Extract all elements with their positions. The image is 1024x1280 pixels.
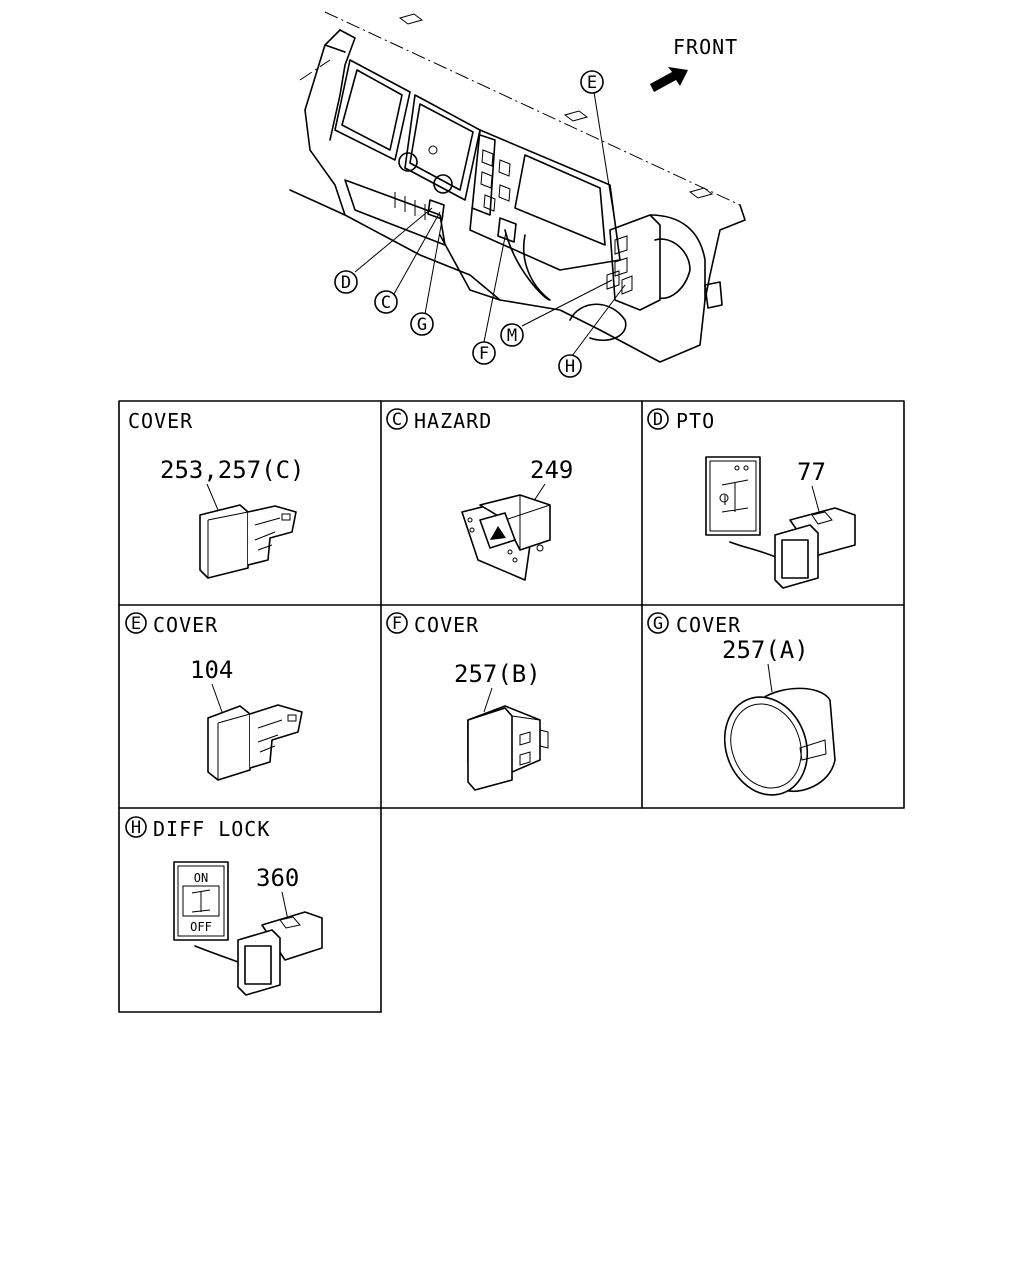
pto-label-plate: [705, 456, 761, 536]
pto-switch-illustration: [774, 507, 856, 589]
callout-f: F: [472, 341, 496, 365]
hazard-triangle-icon: [490, 526, 506, 540]
panel-diff-lock-letter-badge: H: [125, 816, 147, 838]
pto-symbol-icon: [721, 479, 749, 513]
panel-hazard-title: HAZARD: [414, 409, 492, 433]
panel-cover-e-letter-badge: E: [125, 612, 147, 634]
hazard-switch-illustration: [461, 494, 551, 581]
panel-cover-f-part-number: 257(B): [454, 660, 541, 688]
panel-diff-lock-title: DIFF LOCK: [153, 817, 270, 841]
panel-pto-title: PTO: [676, 409, 715, 433]
svg-text:F: F: [479, 344, 489, 364]
svg-text:G: G: [653, 614, 663, 634]
panel-cover-e-title: COVER: [153, 613, 218, 637]
callout-e: E: [580, 70, 604, 94]
panel-cover-f-title: COVER: [414, 613, 479, 637]
panel-pto: D PTO 77: [647, 408, 856, 589]
callout-d: D: [334, 270, 358, 294]
panel-hazard-part-number: 249: [530, 456, 573, 484]
panel-cover: COVER 253,257(C): [128, 409, 305, 579]
panel-hazard: C HAZARD 249: [386, 408, 573, 581]
panel-cover-g: G COVER 257(A): [647, 612, 836, 796]
dashboard-overview: FRONT E D: [289, 11, 746, 378]
panel-cover-f: F COVER 257(B): [386, 612, 549, 791]
svg-text:E: E: [587, 73, 597, 93]
panel-cover-e: E COVER 104: [125, 612, 303, 781]
panel-cover-f-letter-badge: F: [386, 612, 408, 634]
diff-lock-label-plate: ON OFF: [173, 861, 229, 941]
svg-text:G: G: [417, 315, 427, 335]
svg-text:H: H: [565, 357, 575, 377]
panel-cover-title: COVER: [128, 409, 193, 433]
panel-cover-part-number: 253,257(C): [160, 456, 305, 484]
panel-cover-g-letter-badge: G: [647, 612, 669, 634]
callout-h: H: [558, 354, 582, 378]
cover-e-button-illustration: [207, 704, 303, 781]
svg-text:F: F: [392, 614, 402, 634]
svg-text:H: H: [131, 818, 141, 838]
front-label: FRONT: [673, 35, 738, 59]
diff-lock-switch-illustration: [237, 911, 323, 996]
panel-cover-g-part-number: 257(A): [722, 636, 809, 664]
svg-text:E: E: [131, 614, 141, 634]
front-arrow-icon: [650, 67, 688, 92]
cover-g-round-cap-illustration: [723, 687, 836, 796]
panel-cover-e-part-number: 104: [190, 656, 233, 684]
svg-text:D: D: [653, 410, 663, 430]
callout-c: C: [374, 290, 398, 314]
panel-hazard-letter-badge: C: [386, 408, 408, 430]
cover-button-illustration: [199, 504, 297, 579]
svg-text:D: D: [341, 273, 351, 293]
callout-m: M: [500, 323, 524, 347]
panel-diff-lock: H DIFF LOCK 360 ON OFF: [125, 816, 323, 996]
callout-g: G: [410, 312, 434, 336]
panel-pto-part-number: 77: [797, 458, 826, 486]
svg-text:M: M: [507, 326, 517, 346]
diff-lock-off-label: OFF: [190, 920, 212, 934]
diff-lock-on-label: ON: [194, 871, 208, 885]
svg-text:C: C: [392, 410, 402, 430]
cover-f-cap-illustration: [467, 705, 549, 791]
panel-diff-lock-part-number: 360: [256, 864, 299, 892]
svg-text:C: C: [381, 293, 391, 313]
diff-lock-symbol-icon: [191, 889, 211, 913]
panel-cover-g-title: COVER: [676, 613, 741, 637]
panel-pto-letter-badge: D: [647, 408, 669, 430]
